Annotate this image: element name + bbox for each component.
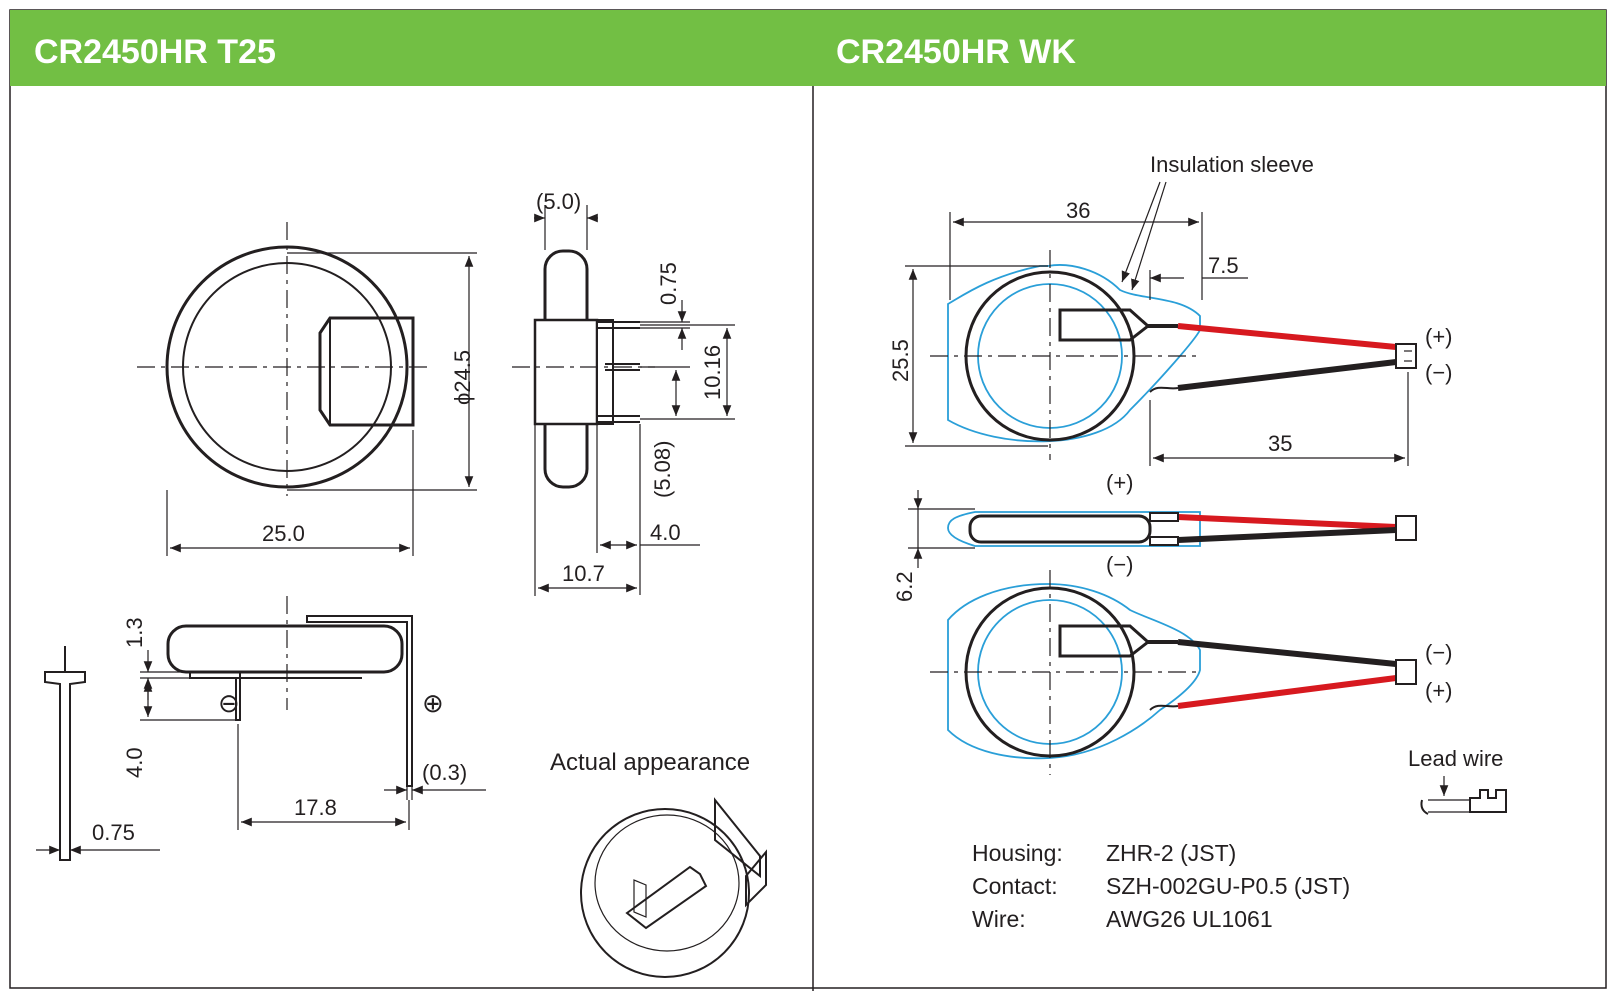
actual-appearance-illustration (580, 797, 767, 978)
dim-text-25-0: 25.0 (262, 521, 305, 546)
dim-4-0-left: 4.0 (122, 681, 240, 778)
wk-top-plus: (+) (1425, 324, 1453, 349)
frame (9, 9, 1607, 991)
dim-text-1-3: 1.3 (122, 617, 147, 648)
dim-25-0: 25.0 (166, 430, 414, 556)
dim-0-75-bottom: 0.75 (36, 820, 160, 860)
header-right: CR2450HR WK (813, 10, 1606, 86)
insulation-sleeve-pointers (1121, 181, 1167, 291)
dim-0-3: (0.3) (384, 760, 486, 800)
dim-5-0: (5.0) (534, 189, 598, 250)
dim-text-0-75-bottom: 0.75 (92, 820, 135, 845)
t25-front-view: ⊖ ⊕ (166, 596, 444, 787)
dim-35: 35 (1149, 372, 1409, 466)
wk-bottom-minus: (−) (1425, 640, 1453, 665)
dim-text-25-5: 25.5 (888, 339, 913, 382)
dim-text-17-8: 17.8 (294, 795, 337, 820)
dim-text-10-16: 10.16 (700, 345, 725, 400)
wk-side-minus: (−) (1106, 552, 1134, 577)
plus-symbol: ⊕ (422, 688, 444, 718)
dim-text-7-5: 7.5 (1208, 253, 1239, 278)
dim-10-7: 10.7 (534, 424, 637, 596)
dim-10-16: 10.16 (640, 324, 735, 420)
wk-top-minus: (−) (1425, 360, 1453, 385)
dim-7-5: 7.5 (1149, 253, 1248, 300)
wk-bottom-view (930, 570, 1417, 775)
dim-4-0-right: 4.0 (596, 424, 700, 595)
dim-text-36: 36 (1066, 198, 1090, 223)
dim-text-5-08: (5.08) (650, 441, 675, 498)
dim-text-10-7: 10.7 (562, 561, 605, 586)
dim-36: 36 (949, 198, 1203, 300)
dim-text-0-75-top: 0.75 (656, 262, 681, 305)
dim-text-6-2: 6.2 (892, 571, 917, 602)
dim-text-35: 35 (1268, 431, 1292, 456)
dim-text-4-0-left: 4.0 (122, 747, 147, 778)
dim-17-8: 17.8 (237, 724, 410, 830)
lead-wire-illustration (1420, 776, 1507, 815)
dim-text-4-0-right: 4.0 (650, 520, 681, 545)
dim-1-3: 1.3 (122, 617, 190, 700)
dim-text-5-0: (5.0) (536, 189, 581, 214)
spec-value-contact: SZH-002GU-P0.5 (JST) (1106, 873, 1350, 899)
wk-side-view (947, 511, 1417, 547)
wk-top-view (930, 250, 1417, 460)
lead-wire-label: Lead wire (1408, 746, 1503, 771)
minus-symbol: ⊖ (218, 688, 240, 718)
t25-pin-view (44, 646, 86, 861)
dim-6-2: 6.2 (892, 490, 975, 602)
spec-label-wire: Wire: (972, 906, 1026, 932)
insulation-sleeve-label: Insulation sleeve (1150, 152, 1314, 177)
spec-label-contact: Contact: (972, 873, 1058, 899)
panel-title-left: CR2450HR T25 (34, 33, 276, 71)
t25-top-view (137, 222, 427, 496)
spec-value-wire: AWG26 UL1061 (1106, 906, 1273, 932)
t25-side-view (512, 249, 655, 489)
actual-appearance-label: Actual appearance (550, 749, 750, 776)
header-left: CR2450HR T25 (10, 10, 813, 86)
dim-25-5: 25.5 (888, 265, 1048, 447)
spec-table: Housing: ZHR-2 (JST) Contact: SZH-002GU-… (972, 840, 1350, 932)
dim-text-phi-24-5: ϕ24.5 (450, 350, 475, 405)
dim-phi-24-5: ϕ24.5 (287, 252, 477, 491)
wk-bottom-plus: (+) (1425, 678, 1453, 703)
spec-label-housing: Housing: (972, 840, 1063, 866)
panel-title-right: CR2450HR WK (836, 33, 1076, 71)
dim-text-0-3: (0.3) (422, 760, 467, 785)
dim-0-75-top: 0.75 (640, 262, 690, 350)
dim-5-08: (5.08) (640, 366, 690, 498)
spec-value-housing: ZHR-2 (JST) (1106, 840, 1236, 866)
wk-side-plus: (+) (1106, 470, 1134, 495)
